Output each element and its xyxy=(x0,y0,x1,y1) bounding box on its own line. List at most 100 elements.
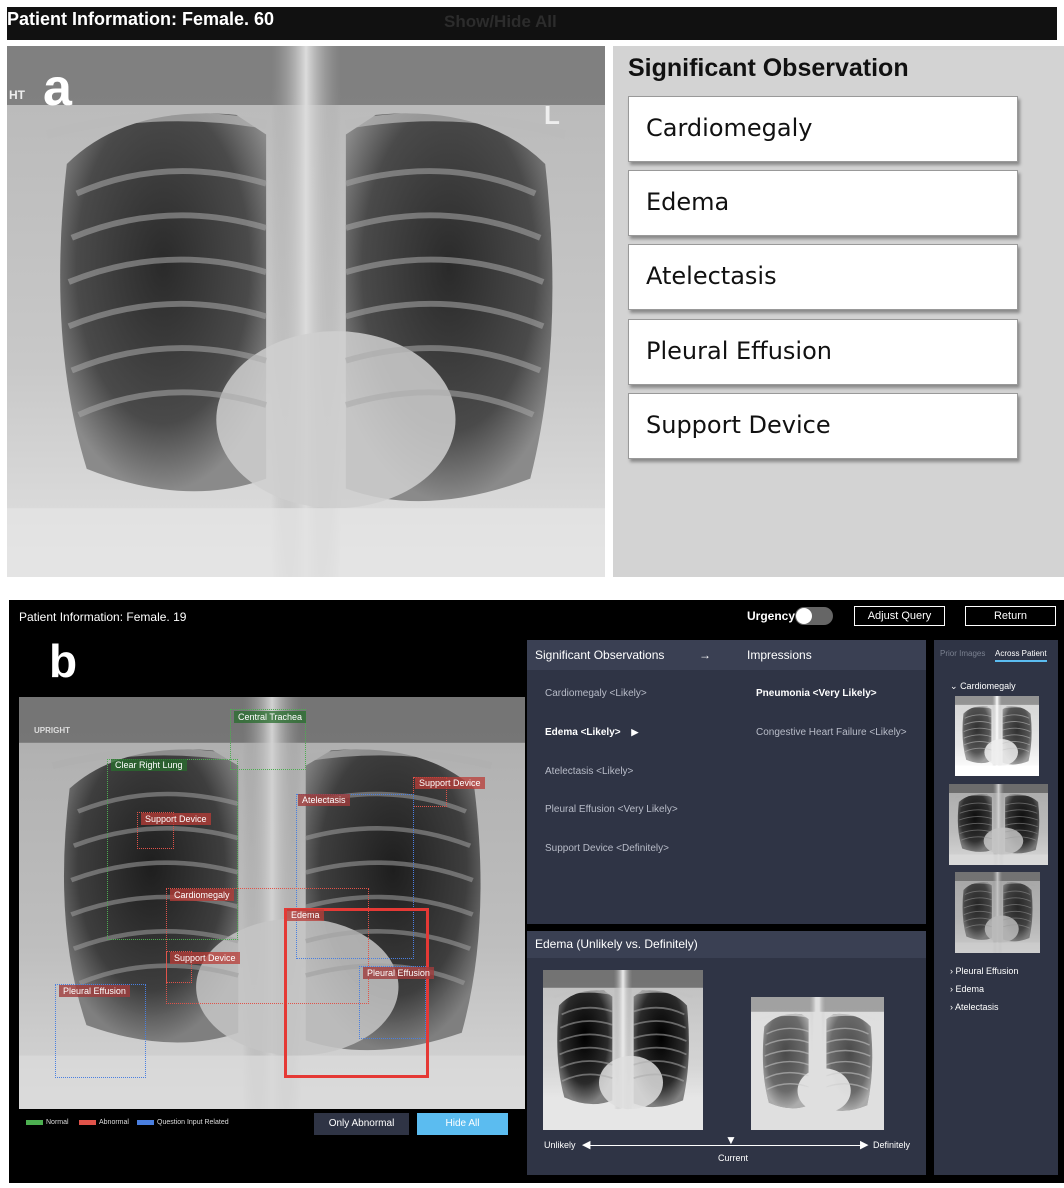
patient-thumbnail[interactable] xyxy=(955,696,1039,776)
image-marker-right: L xyxy=(544,100,560,130)
observations-panel: Significant Observations → Impressions C… xyxy=(527,640,926,924)
legend-label: Question Input Related xyxy=(157,1119,229,1126)
urgency-label: Urgency: xyxy=(747,609,800,623)
reference-xray-definitely xyxy=(751,997,884,1130)
observations-header: Significant Observations xyxy=(535,648,665,662)
tree-item-edema[interactable]: › Edema xyxy=(950,984,984,994)
bbox-label: Pleural Effusion xyxy=(363,967,434,979)
impressions-header: Impressions xyxy=(747,648,812,662)
observation-card-cardiomegaly[interactable]: Cardiomegaly xyxy=(628,96,1018,162)
bbox-edema-selected[interactable] xyxy=(284,908,429,1078)
scale-label-definitely: Definitely xyxy=(873,1140,911,1150)
legend-abnormal: Abnormal xyxy=(79,1119,129,1126)
bbox-label: Support Device xyxy=(170,952,240,964)
reference-xray-graphic xyxy=(751,997,884,1130)
patient-thumbnail-graphic xyxy=(949,784,1048,865)
current-marker-icon[interactable]: ▼ xyxy=(725,1133,737,1147)
observation-card-support-device[interactable]: Support Device xyxy=(628,393,1018,459)
observation-card-pleural-effusion[interactable]: Pleural Effusion xyxy=(628,319,1018,385)
chevron-down-icon: ⌄ xyxy=(950,681,958,691)
bbox-label: Support Device xyxy=(415,777,485,789)
observation-heading: Significant Observation xyxy=(628,54,909,82)
bbox-pleural-effusion[interactable] xyxy=(55,984,146,1078)
patient-info: Patient Information: Female. 19 xyxy=(19,610,187,624)
bbox-pleural-effusion[interactable] xyxy=(359,966,426,1039)
bbox-label: Central Trachea xyxy=(234,711,307,723)
bbox-atelectasis[interactable] xyxy=(296,794,414,959)
chest-xray-image: HT L a xyxy=(7,46,605,577)
patient-thumbnail-graphic xyxy=(955,696,1039,776)
observation-pleural-effusion[interactable]: Pleural Effusion <Very Likely> xyxy=(545,804,678,815)
caret-right-icon: ▶ xyxy=(631,727,639,737)
impression-chf[interactable]: Congestive Heart Failure <Likely> xyxy=(756,727,907,738)
scale-label-unlikely: Unlikely xyxy=(544,1140,576,1150)
observation-card-edema[interactable]: Edema xyxy=(628,170,1018,236)
urgency-toggle[interactable] xyxy=(795,607,833,625)
image-marker-upright: UPRIGHT xyxy=(34,726,70,735)
tab-prior-images[interactable]: Prior Images xyxy=(940,649,986,658)
arrow-right-icon: ▶ xyxy=(860,1139,869,1151)
bbox-support-device[interactable] xyxy=(137,812,174,849)
panel-b: Patient Information: Female. 19 Urgency:… xyxy=(9,600,1064,1183)
only-abnormal-button[interactable]: Only Abnormal xyxy=(314,1113,409,1135)
observation-edema-selected[interactable]: Edema <Likely> ▶ xyxy=(545,727,638,738)
bbox-label: Atelectasis xyxy=(298,794,350,806)
legend-swatch-question xyxy=(137,1120,154,1125)
hide-all-button[interactable]: Hide All xyxy=(417,1113,508,1135)
observation-support-device[interactable]: Support Device <Definitely> xyxy=(545,843,669,854)
bbox-central-trachea[interactable] xyxy=(230,709,306,770)
bbox-label: Pleural Effusion xyxy=(59,985,130,997)
tree-item-atelectasis[interactable]: › Atelectasis xyxy=(950,1002,999,1012)
tree-item-label: Cardiomegaly xyxy=(960,681,1016,691)
reference-xray-unlikely xyxy=(543,970,703,1130)
bbox-label: Cardiomegaly xyxy=(170,889,234,901)
adjust-query-button[interactable]: Adjust Query xyxy=(854,606,945,626)
tree-item-label: Atelectasis xyxy=(955,1002,999,1012)
panel-label-a: a xyxy=(43,59,72,117)
legend-normal: Normal xyxy=(26,1119,69,1126)
chevron-right-icon: › xyxy=(950,1002,953,1012)
legend-swatch-normal xyxy=(26,1120,43,1125)
bbox-label: Clear Right Lung xyxy=(111,759,187,771)
side-panel: Prior Images Across Patient ⌄ Cardiomega… xyxy=(934,640,1058,1175)
arrow-left-icon: ◀ xyxy=(582,1139,591,1151)
panel-a-header: Patient Information: Female. 60 Show/Hid… xyxy=(7,7,1057,40)
patient-info: Patient Information: Female. 60 xyxy=(7,9,275,29)
observations-panel-header: Significant Observations → Impressions xyxy=(527,640,926,670)
legend-label: Abnormal xyxy=(99,1119,129,1126)
tab-across-patient[interactable]: Across Patient xyxy=(995,649,1047,662)
annotated-xray: UPRIGHT Central Trachea Clear Right Lung… xyxy=(19,697,525,1109)
patient-thumbnail[interactable] xyxy=(949,784,1048,865)
chevron-right-icon: › xyxy=(950,966,953,976)
impression-pneumonia[interactable]: Pneumonia <Very Likely> xyxy=(756,688,877,699)
observation-cardiomegaly[interactable]: Cardiomegaly <Likely> xyxy=(545,688,647,699)
panel-label-b: b xyxy=(49,635,78,687)
comparison-title: Edema (Unlikely vs. Definitely) xyxy=(535,937,698,951)
return-button[interactable]: Return xyxy=(965,606,1056,626)
observation-panel: Significant Observation Cardiomegaly Ede… xyxy=(613,46,1064,577)
tree-item-cardiomegaly[interactable]: ⌄ Cardiomegaly xyxy=(950,681,1016,692)
scale-label-current: Current xyxy=(718,1153,749,1163)
toggle-knob xyxy=(796,608,812,624)
likelihood-scale-line xyxy=(589,1145,865,1146)
chevron-right-icon: › xyxy=(950,984,953,994)
legend-label: Normal xyxy=(46,1119,69,1126)
tree-item-label: Pleural Effusion xyxy=(955,966,1019,976)
arrow-icon: → xyxy=(699,648,711,662)
chest-xray-graphic xyxy=(7,46,605,577)
tree-item-pleural-effusion[interactable]: › Pleural Effusion xyxy=(950,966,1018,976)
bbox-label: Support Device xyxy=(141,813,211,825)
show-hide-all-button[interactable]: Show/Hide All xyxy=(444,12,557,31)
image-marker-left: HT xyxy=(9,88,25,102)
bbox-label: Edema xyxy=(287,909,324,921)
observation-card-atelectasis[interactable]: Atelectasis xyxy=(628,244,1018,310)
patient-thumbnail[interactable] xyxy=(955,872,1040,953)
comparison-panel: Edema (Unlikely vs. Definitely) Unlikely… xyxy=(527,931,926,1175)
reference-xray-graphic xyxy=(543,970,703,1130)
legend-question: Question Input Related xyxy=(137,1119,229,1126)
patient-thumbnail-graphic xyxy=(955,872,1040,953)
tree-item-label: Edema xyxy=(955,984,985,994)
observation-atelectasis[interactable]: Atelectasis <Likely> xyxy=(545,766,634,777)
bbox-cardiomegaly[interactable] xyxy=(166,888,369,1004)
observation-label: Edema <Likely> xyxy=(545,727,621,738)
